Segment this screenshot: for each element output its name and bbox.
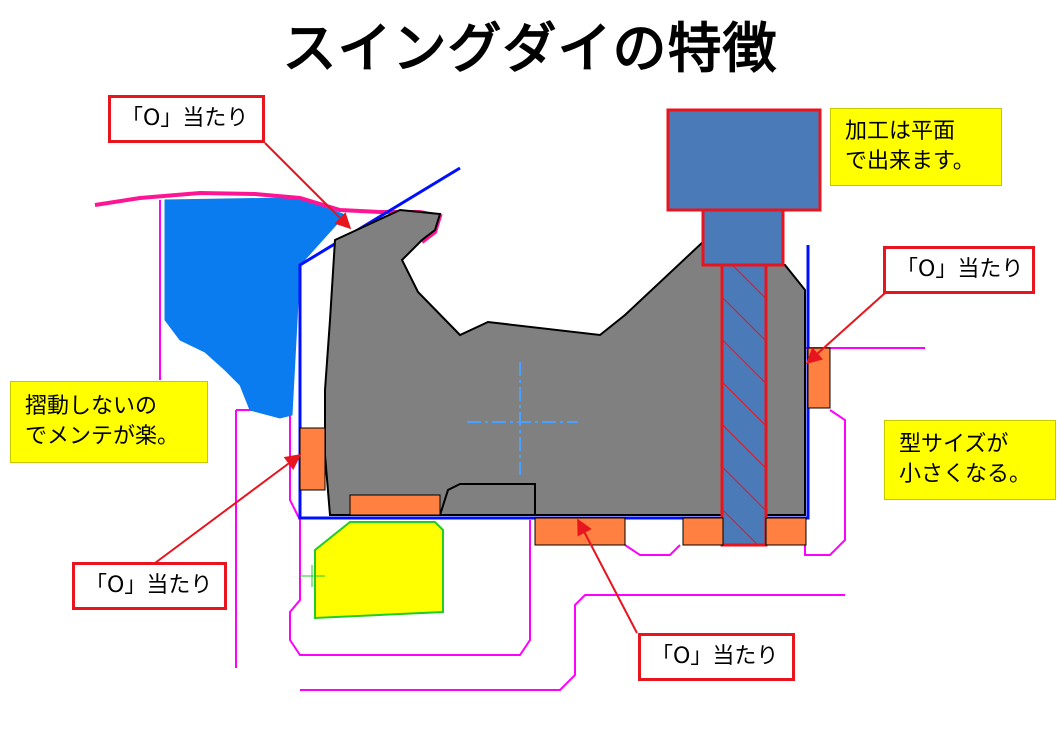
callout-label: 「O」当たり — [85, 573, 213, 598]
clamp-bolt-head — [666, 108, 822, 212]
red-arrow-icon — [154, 454, 302, 564]
page-title: スイングダイの特徴 — [282, 17, 778, 80]
note-line: でメンテが楽。 — [25, 424, 180, 449]
callout-o-contact-bottom-left: 「O」当たり — [72, 562, 227, 610]
contact-pad-left — [299, 427, 326, 491]
callout-o-contact-bottom: 「O」当たり — [638, 633, 795, 681]
note-die-size: 型サイズが 小さくなる。 — [884, 420, 1056, 500]
note-machining-flat: 加工は平面 で出来ます。 — [830, 108, 1002, 186]
red-arrow-icon — [264, 142, 352, 230]
note-no-sliding: 摺動しないの でメンテが楽。 — [10, 381, 208, 463]
note-line: で出来ます。 — [845, 149, 975, 174]
callout-arrows — [154, 142, 886, 634]
contact-pad-bottom-left — [349, 494, 441, 516]
red-arrow-icon — [577, 518, 638, 634]
callout-o-contact-top-left: 「O」当たり — [108, 95, 265, 143]
red-arrow-icon — [805, 292, 886, 365]
clamp-bolt-hatch — [722, 265, 766, 545]
callout-label: 「O」当たり — [896, 257, 1024, 282]
clamp-bolt-neck — [701, 208, 785, 267]
note-line: 小さくなる。 — [899, 462, 1032, 487]
note-line: 摺動しないの — [25, 394, 158, 419]
yellow-support-part — [314, 521, 444, 620]
crosshair-icon — [300, 565, 325, 587]
contact-pad-bottom-right-b — [765, 517, 807, 546]
callout-label: 「O」当たり — [121, 106, 249, 131]
callout-label: 「O」当たり — [651, 644, 779, 669]
note-line: 型サイズが — [899, 432, 1009, 457]
crosshair-icon — [467, 362, 578, 475]
callout-o-contact-right: 「O」当たり — [883, 246, 1035, 294]
note-line: 加工は平面 — [845, 119, 956, 144]
contact-pad-bottom-right-a — [682, 517, 724, 546]
contact-pad-right — [807, 347, 831, 409]
